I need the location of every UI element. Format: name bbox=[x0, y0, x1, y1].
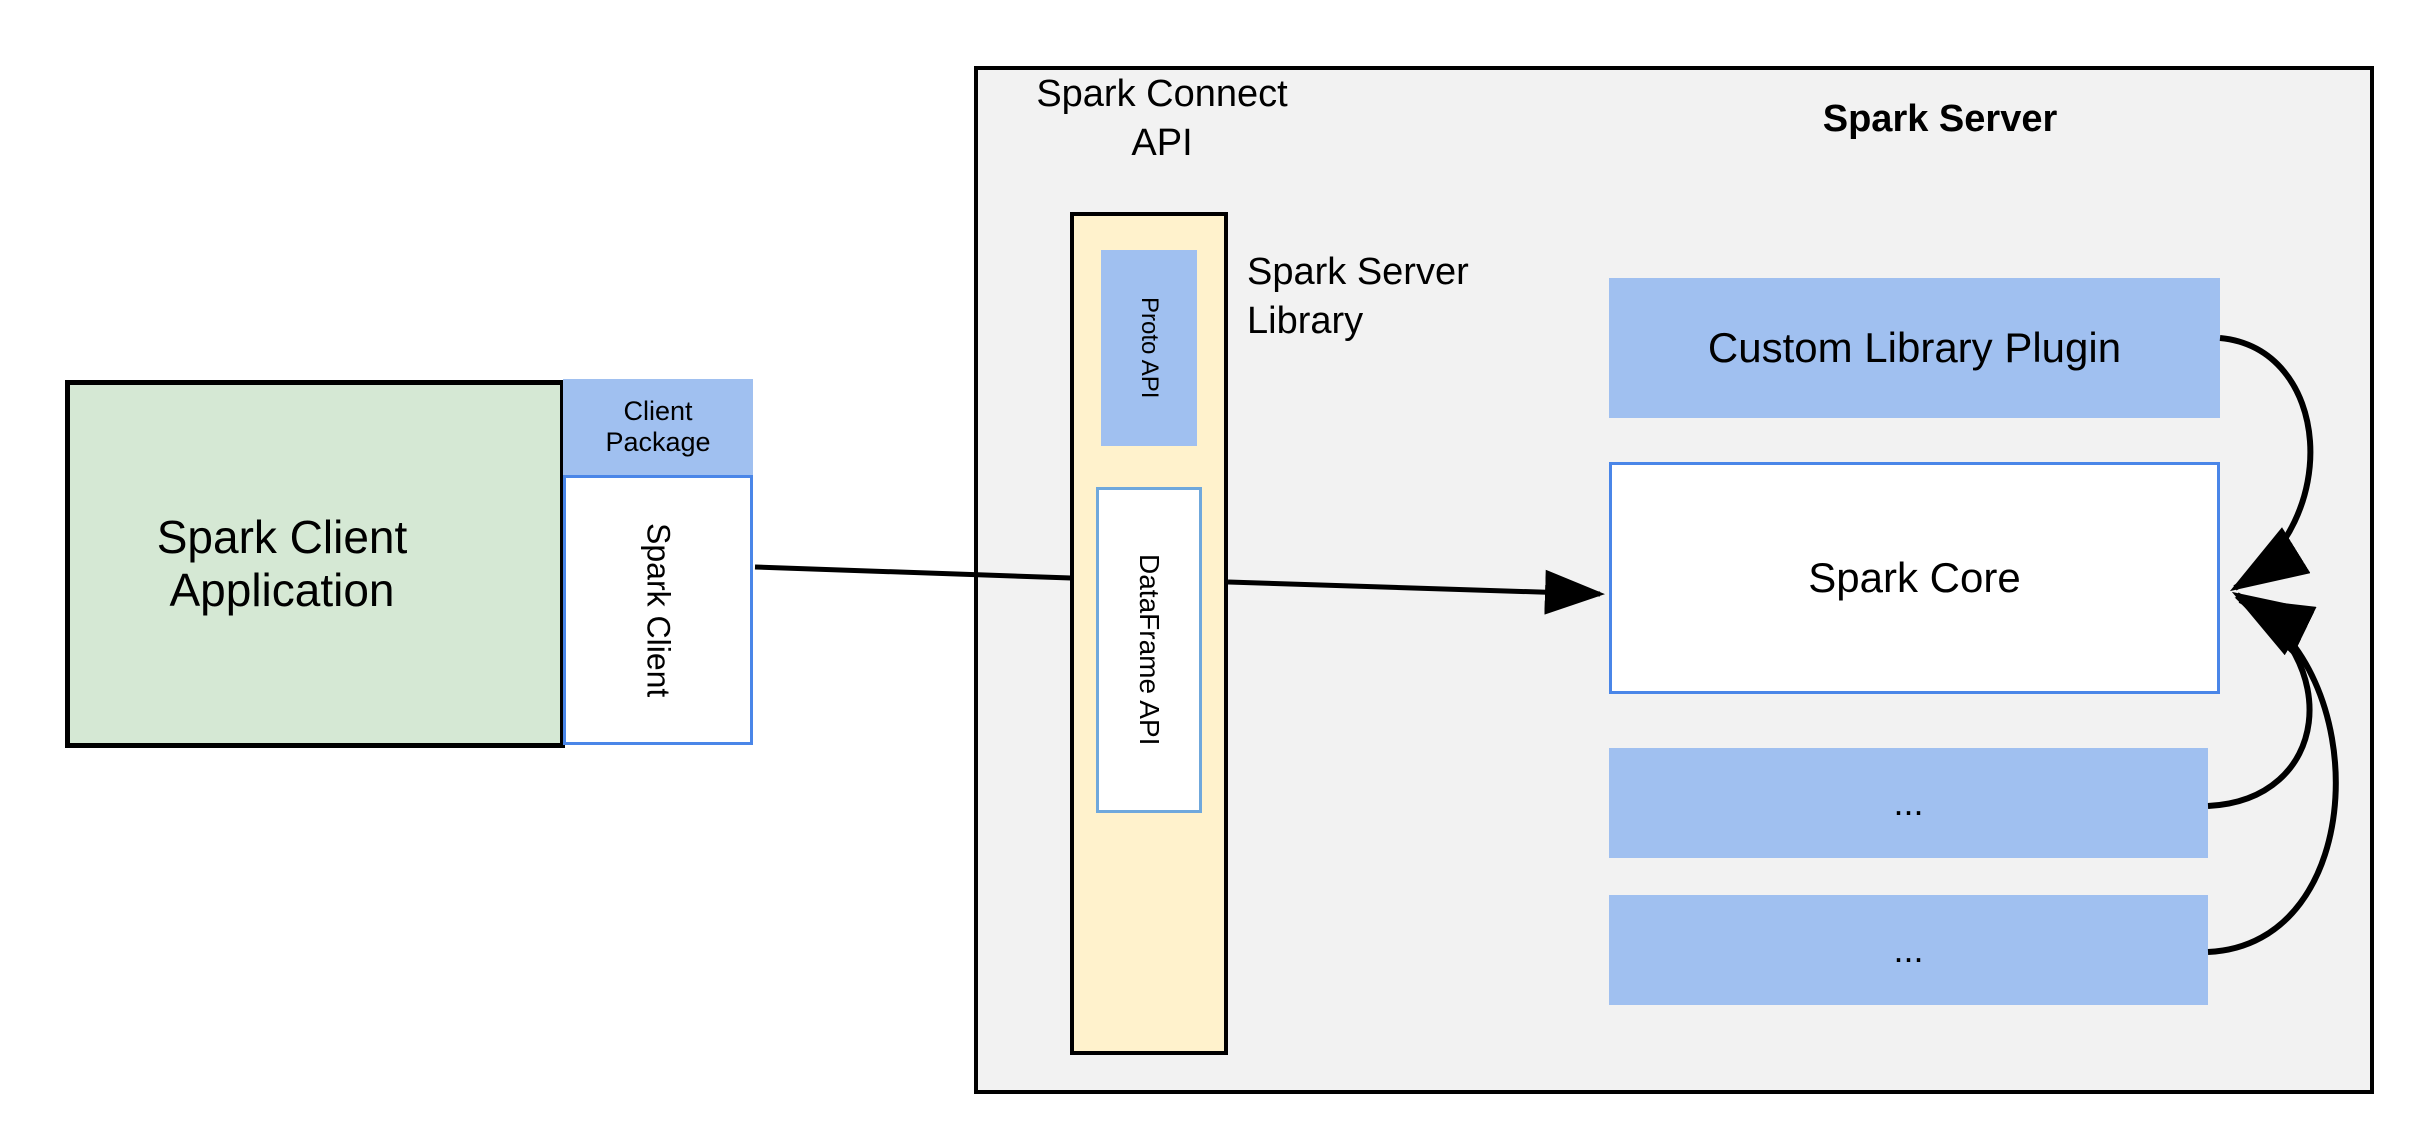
spark-client-label: Spark Client bbox=[640, 522, 677, 698]
ellipsis-box-2[interactable]: ... bbox=[1609, 895, 2208, 1005]
spark-core-box[interactable]: Spark Core bbox=[1609, 462, 2220, 694]
spark-client-box[interactable]: Spark Client bbox=[563, 475, 753, 745]
ellipsis-label-2: ... bbox=[1893, 929, 1924, 971]
spark-core-label: Spark Core bbox=[1808, 553, 2021, 601]
spark-server-title: Spark Server bbox=[1822, 98, 2058, 140]
proto-api-box[interactable]: Proto API bbox=[1101, 250, 1197, 446]
proto-api-label: Proto API bbox=[1135, 297, 1163, 399]
ellipsis-label-1: ... bbox=[1893, 782, 1924, 824]
custom-library-plugin-box[interactable]: Custom Library Plugin bbox=[1609, 278, 2220, 418]
ellipsis-box-1[interactable]: ... bbox=[1609, 748, 2208, 858]
custom-library-plugin-label: Custom Library Plugin bbox=[1707, 323, 2122, 371]
dataframe-api-label: DataFrame API bbox=[1134, 554, 1166, 746]
dataframe-api-box[interactable]: DataFrame API bbox=[1096, 487, 1202, 813]
